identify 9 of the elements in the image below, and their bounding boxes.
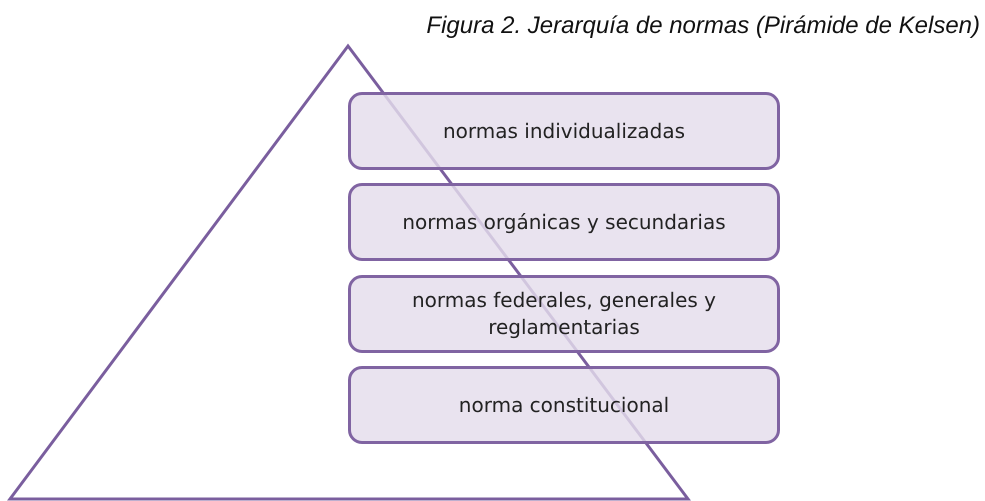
level-label: normas orgánicas y secundarias bbox=[401, 208, 727, 236]
pyramid-level-box bbox=[348, 92, 780, 170]
figure-title: Figura 2. Jerarquía de normas (Pirámide de Kelsen) bbox=[425, 12, 980, 40]
pyramid-level-box bbox=[348, 366, 780, 444]
level-label: normas individualizadas bbox=[442, 118, 686, 144]
level-label: normas federales, generales y reglamentarias bbox=[410, 287, 718, 341]
level-label: norma constitucional bbox=[458, 392, 670, 418]
pyramid-level-box bbox=[348, 183, 780, 261]
pyramid-level-box bbox=[348, 275, 780, 353]
